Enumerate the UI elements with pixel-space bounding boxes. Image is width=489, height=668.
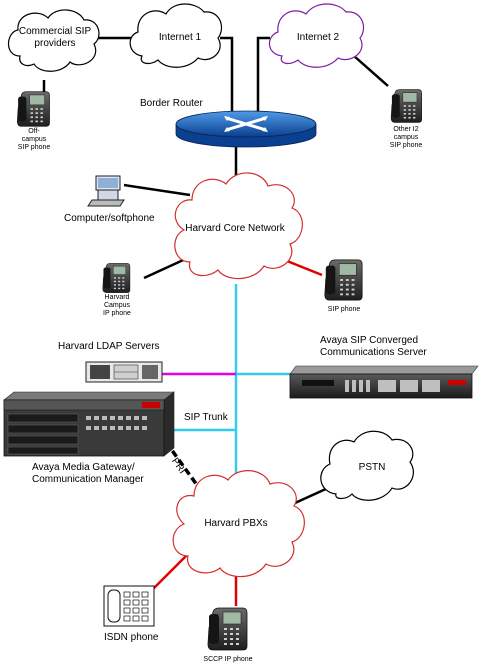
cloud-harvard-pbx xyxy=(172,470,305,578)
link-internet2-i2-phone xyxy=(353,55,389,87)
link-pbx-isdn xyxy=(151,551,191,591)
isdn-phone-icon xyxy=(103,585,155,627)
ldap-label: Harvard LDAP Servers xyxy=(58,341,160,352)
cloud-harvard-core xyxy=(174,172,303,280)
cloud-pstn-label: PSTN xyxy=(358,462,386,473)
cloud-harvard-core-label: Harvard Core Network xyxy=(185,223,285,234)
cloud-internet2 xyxy=(268,3,365,68)
computer-label: Computer/softphone xyxy=(64,213,155,224)
campus-phone-label: Harvard Campus IP phone xyxy=(103,294,131,318)
link-internet1-router xyxy=(220,36,234,112)
ldap-servers-icon xyxy=(85,361,163,383)
avaya-server-label: Avaya SIP Converged Communications Serve… xyxy=(320,335,427,358)
cloud-commercial-sip-label: Commercial SIP providers xyxy=(18,26,92,49)
media-gateway-label: Avaya Media Gateway/ Communication Manag… xyxy=(32,462,144,485)
sccp-ip-phone-icon xyxy=(207,607,248,651)
cloud-harvard-pbx-label: Harvard PBXs xyxy=(204,518,268,529)
cloud-commercial-sip xyxy=(7,9,100,72)
sip-trunk-label: SIP Trunk xyxy=(184,412,228,423)
border-router-icon xyxy=(175,110,317,148)
sip-phone-icon xyxy=(324,259,363,301)
other-i2-sip-phone-icon xyxy=(390,89,423,123)
avaya-media-gateway-icon xyxy=(3,391,175,457)
offcampus-sip-phone-icon xyxy=(16,91,50,127)
isdn-phone-label: ISDN phone xyxy=(104,632,159,643)
offcampus-phone-label: Off- campus SIP phone xyxy=(17,128,51,152)
link-computer-core xyxy=(123,183,191,197)
i2-phone-label: Other I2 campus SIP phone xyxy=(389,126,423,150)
cloud-internet1-label: Internet 1 xyxy=(158,32,202,43)
harvard-campus-ip-phone-icon xyxy=(102,262,131,294)
computer-icon xyxy=(87,175,125,207)
sip-phone-label: SIP phone xyxy=(327,306,361,313)
sccp-phone-label: SCCP IP phone xyxy=(203,656,253,663)
cloud-internet2-label: Internet 2 xyxy=(296,32,340,43)
avaya-sip-server-icon xyxy=(289,365,479,399)
cloud-internet1 xyxy=(129,3,223,68)
cloud-pstn xyxy=(320,430,414,501)
link-internet2-router xyxy=(256,36,270,112)
border-router-label: Border Router xyxy=(140,98,203,109)
